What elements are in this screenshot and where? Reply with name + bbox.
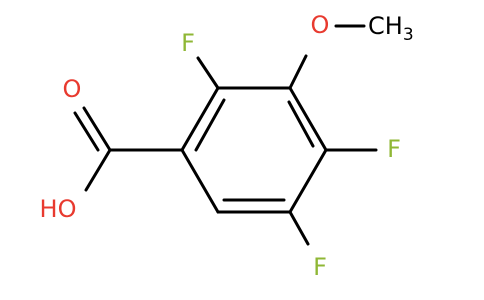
fluorine-bottom-label: F xyxy=(313,253,327,281)
ring-bond xyxy=(180,86,220,152)
c-o-double-bond xyxy=(82,106,112,152)
bonds xyxy=(73,24,378,246)
c-oh-bond xyxy=(84,148,112,192)
fluorine-right-label: F xyxy=(387,135,401,163)
c-o-bond xyxy=(288,54,308,90)
carbonyl-oxygen-label: O xyxy=(63,75,82,103)
c-o-double-bond xyxy=(73,111,100,152)
ring-inner-bond xyxy=(287,100,315,148)
methoxy-oxygen-label: O xyxy=(311,11,330,39)
ring-bond xyxy=(288,86,328,152)
fluorine-top-label: F xyxy=(181,29,195,57)
c-f-bond xyxy=(288,210,310,246)
methyl-label: CH3 xyxy=(368,12,414,45)
ring-bond xyxy=(180,148,220,214)
ring-bond xyxy=(288,148,328,214)
c-f-bond xyxy=(196,56,220,90)
hydroxyl-label: HO xyxy=(40,195,77,223)
ring-inner-bond xyxy=(194,98,226,152)
